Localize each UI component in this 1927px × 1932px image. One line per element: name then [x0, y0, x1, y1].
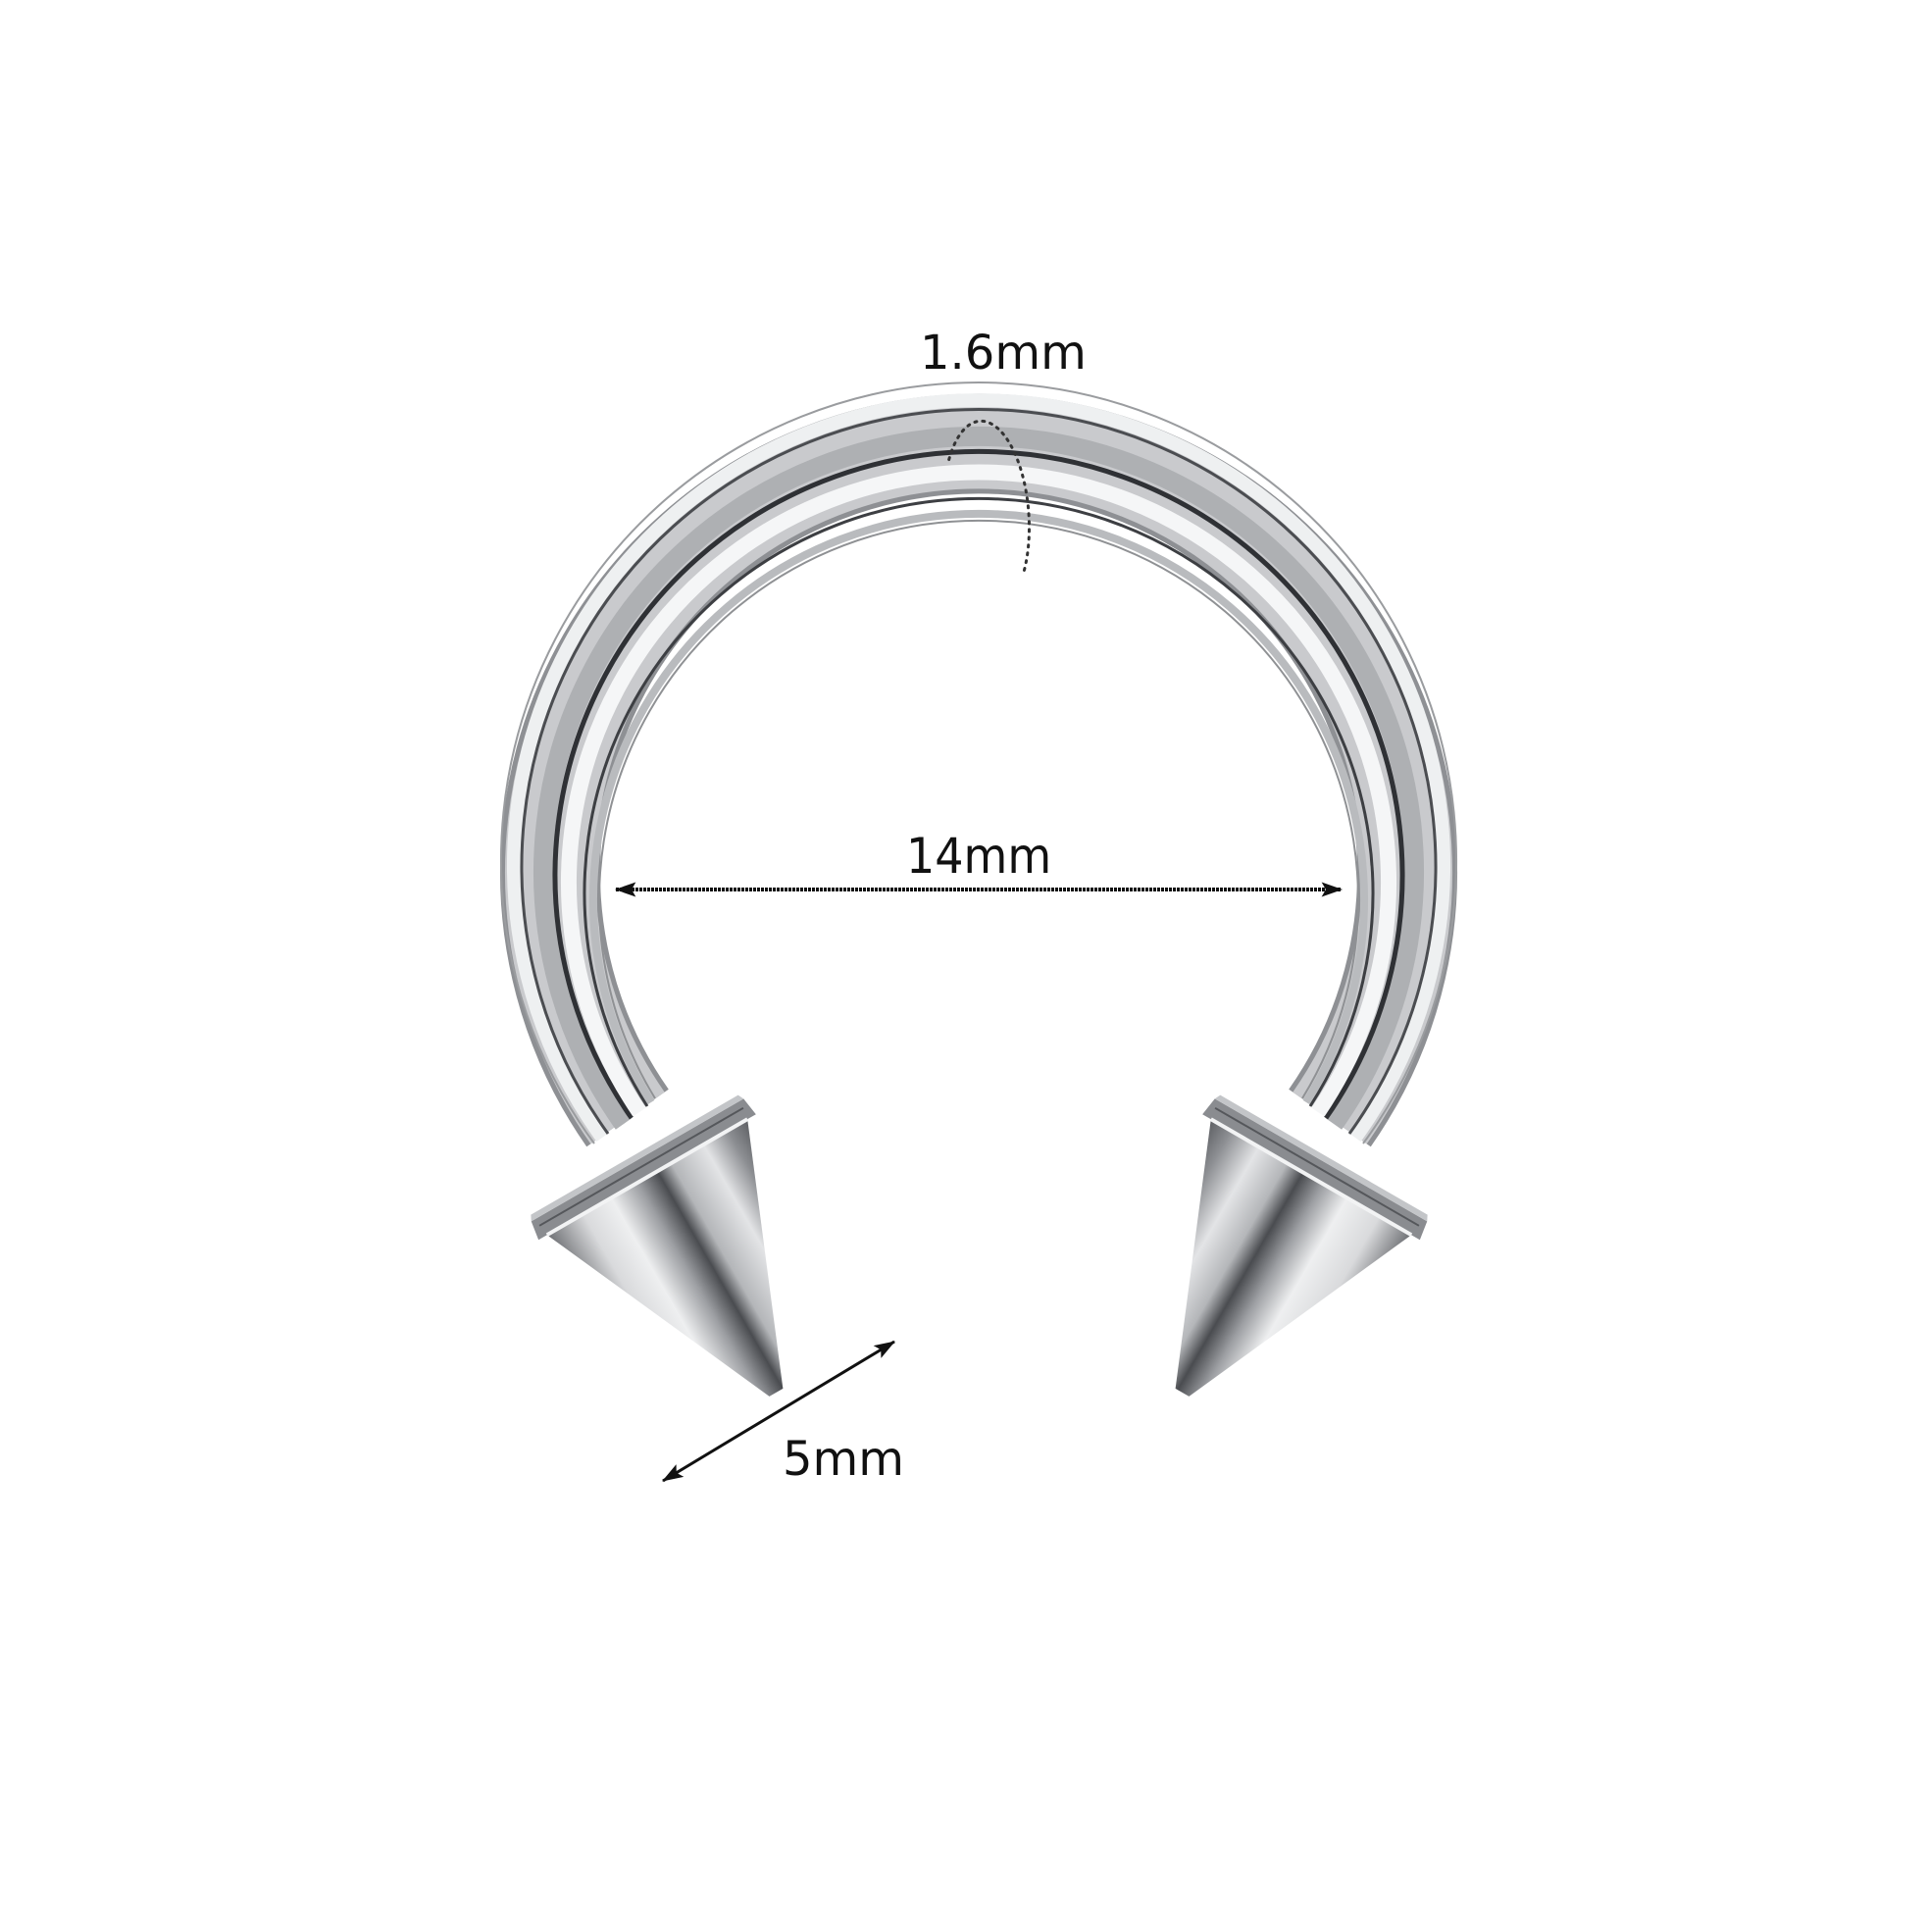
thickness-label: 1.6mm: [920, 326, 1087, 381]
inner-diameter-label: 14mm: [906, 828, 1052, 885]
spike-size-arrow: [662, 1340, 895, 1483]
left-spike-cone: [531, 1094, 784, 1397]
thickness-indicator: [947, 419, 1031, 575]
right-spike-cone: [1175, 1094, 1428, 1397]
spike-size-label: 5mm: [783, 1432, 905, 1487]
horseshoe-ring: [500, 381, 1457, 1147]
